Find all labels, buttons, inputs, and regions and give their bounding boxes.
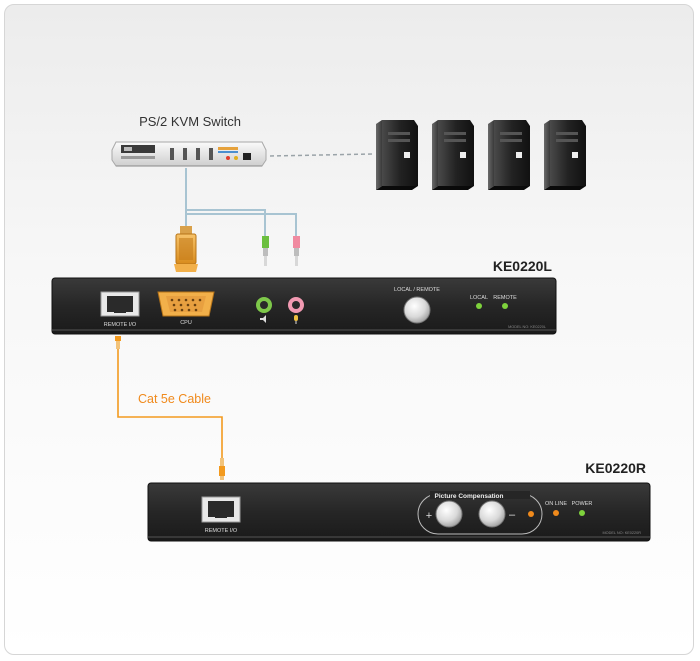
cat5e-cable xyxy=(115,336,225,480)
mic-jack xyxy=(288,297,304,313)
remote-unit: KE0220R REMOTE I/O Picture Compensation … xyxy=(147,460,651,542)
vga-plug-icon xyxy=(174,226,198,272)
cable-label: Cat 5e Cable xyxy=(138,392,211,406)
led-online xyxy=(553,510,559,516)
local-unit: KE0220L REMOTE I/O CPU xyxy=(51,258,557,335)
picture-compensation-label: Picture Compensation xyxy=(435,493,504,500)
led-local-label: LOCAL xyxy=(470,295,488,301)
mic-plug-icon xyxy=(293,236,300,266)
speaker-plug-icon xyxy=(262,236,269,266)
local-unit-model: KE0220L xyxy=(493,258,553,274)
computer-icon xyxy=(544,120,586,190)
switch-to-pc-link xyxy=(269,153,373,157)
speaker-icon xyxy=(260,315,266,323)
microphone-icon xyxy=(294,315,298,324)
local-remote-button[interactable] xyxy=(403,296,431,324)
led-remote xyxy=(502,303,508,309)
computer-icon xyxy=(432,120,474,190)
online-label: ON LINE xyxy=(545,501,567,507)
cpu-label: CPU xyxy=(180,320,192,326)
remote-io-label: REMOTE I/O xyxy=(205,528,238,534)
computer-icon xyxy=(376,120,418,190)
computer-icon xyxy=(488,120,530,190)
kvm-switch-label: PS/2 KVM Switch xyxy=(139,114,241,129)
remote-model-no: MODEL NO: KE0220R xyxy=(603,531,642,535)
remote-io-port xyxy=(100,291,140,317)
led-local xyxy=(476,303,482,309)
kvm-switch: PS/2 KVM Switch xyxy=(111,114,267,167)
remote-io-port xyxy=(201,496,241,523)
led-power xyxy=(579,510,585,516)
local-remote-label: LOCAL / REMOTE xyxy=(394,287,440,293)
cpu-port xyxy=(157,291,215,317)
remote-io-label: REMOTE I/O xyxy=(104,322,137,328)
computer-towers xyxy=(376,120,586,190)
power-label: POWER xyxy=(572,501,593,507)
compensation-led xyxy=(528,511,534,517)
compensation-plus-knob[interactable] xyxy=(435,500,463,528)
compensation-minus-knob[interactable] xyxy=(478,500,506,528)
speaker-jack xyxy=(256,297,272,313)
local-model-no: MODEL NO: KE0220L xyxy=(508,325,546,329)
plus-label: + xyxy=(426,510,432,522)
kvm-cable-bundle xyxy=(185,168,297,236)
led-remote-label: REMOTE xyxy=(493,295,517,301)
remote-unit-model: KE0220R xyxy=(585,460,646,476)
minus-label: – xyxy=(509,509,516,521)
